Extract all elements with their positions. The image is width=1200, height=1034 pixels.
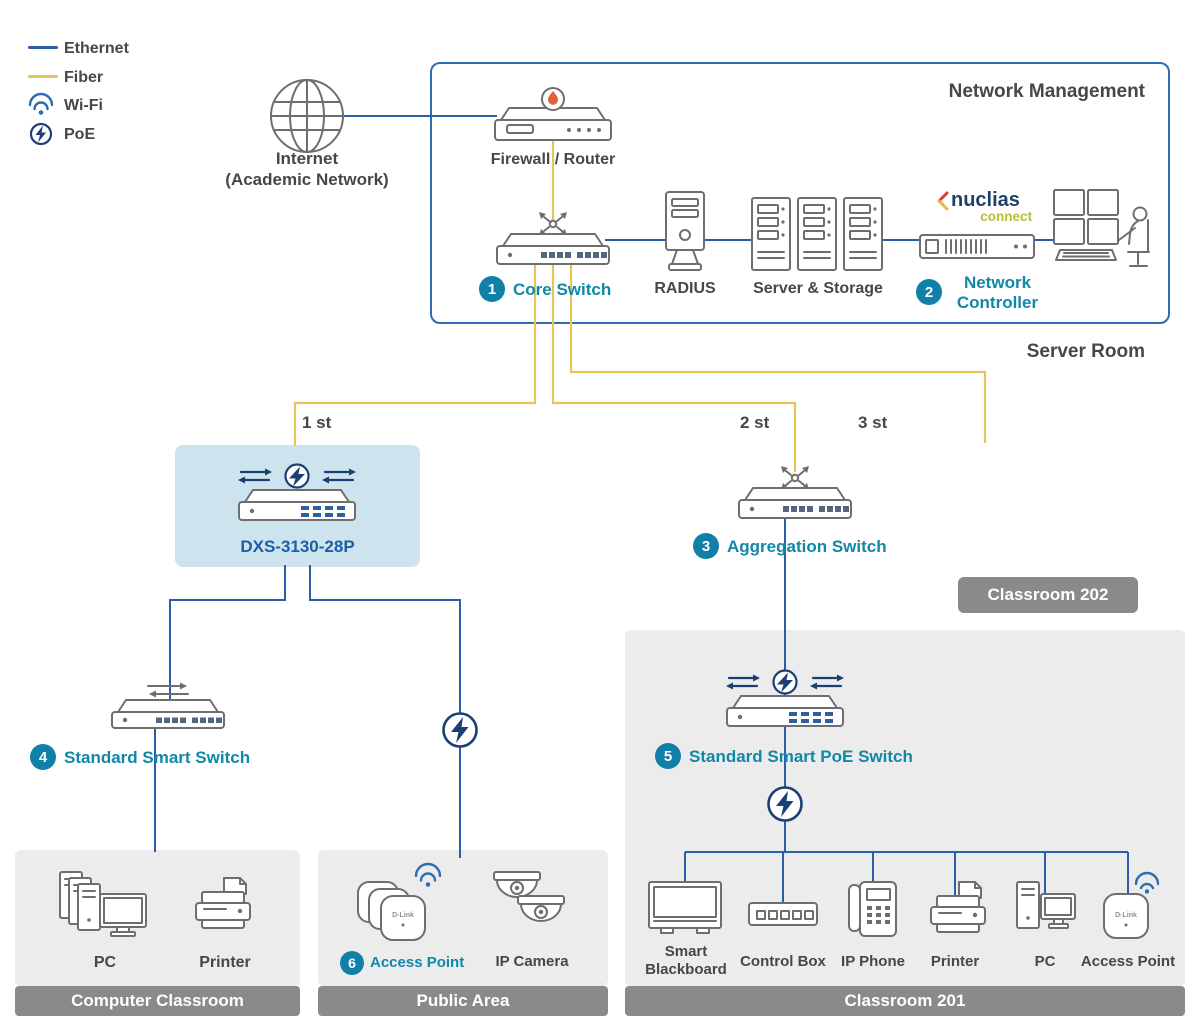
standard-smart-switch-icon <box>111 682 225 729</box>
printer-label: Printer <box>930 953 980 970</box>
network-controller-label: Network Controller <box>956 273 1039 313</box>
standard-smart-poe-switch-icon <box>726 669 844 727</box>
classroom-201-bar: Classroom 201 <box>625 986 1185 1016</box>
core-switch-label: Core Switch <box>513 280 612 299</box>
control-box-icon <box>748 902 818 926</box>
ethernet-line-icon <box>28 46 58 49</box>
access-point-stack-icon: D-Link <box>357 862 442 941</box>
server-room-label: Server Room <box>1026 341 1145 362</box>
core-switch-icon <box>496 212 610 265</box>
floor-3-label: 3 st <box>858 413 888 432</box>
access-point-label: Access Point <box>370 954 465 971</box>
ip-camera-label: IP Camera <box>495 953 569 970</box>
server-storage-label: Server & Storage <box>753 280 883 297</box>
floor-2-label: 2 st <box>740 413 770 432</box>
printer-icon <box>195 877 251 929</box>
access-point-icon: D-Link <box>1103 871 1160 939</box>
legend-ethernet-label: Ethernet <box>64 40 129 57</box>
computer-classroom-bar: Computer Classroom <box>15 986 300 1016</box>
nuclias-logo: nuclias connect <box>936 189 1036 224</box>
poe-switch-label: Standard Smart PoE Switch <box>689 747 913 766</box>
dlink-logo: D-Link <box>392 912 414 919</box>
aggregation-number-badge: 3 <box>693 533 719 559</box>
ip-phone-icon <box>848 881 897 937</box>
operator-workstation-icon <box>1053 189 1150 267</box>
public-area-bar: Public Area <box>318 986 608 1016</box>
ip-phone-label: IP Phone <box>841 953 905 970</box>
wifi-icon <box>414 862 442 882</box>
aggregation-label: Aggregation Switch <box>727 537 887 556</box>
dxs-label: DXS-3130-28P <box>240 537 355 556</box>
legend-poe-label: PoE <box>64 126 96 143</box>
aggregation-switch-icon <box>738 466 852 519</box>
floor-1-label: 1 st <box>302 413 332 432</box>
legend-fiber-label: Fiber <box>64 69 104 86</box>
pc-icon <box>1016 881 1076 929</box>
poe-icon <box>29 122 53 146</box>
access-point-number-badge: 6 <box>340 951 364 975</box>
network-management-box <box>430 62 1170 324</box>
fiber-line-icon <box>28 75 58 78</box>
nuclias-sub: connect <box>980 209 1032 224</box>
smart-blackboard-label: Smart Blackboard <box>645 943 727 978</box>
smart-switch-label: Standard Smart Switch <box>64 748 251 767</box>
internet-label: Internet (Academic Network) <box>225 149 389 190</box>
printer-icon <box>930 881 986 933</box>
network-controller-number-badge: 2 <box>916 279 942 305</box>
legend-wifi-label: Wi-Fi <box>64 97 103 114</box>
classroom-202-badge: Classroom 202 <box>958 577 1138 613</box>
nuclias-brand: nuclias <box>951 189 1020 211</box>
fiber-wires <box>293 140 987 472</box>
printer-label: Printer <box>199 954 251 971</box>
core-switch-number-badge: 1 <box>479 276 505 302</box>
ip-camera-icon <box>493 871 565 922</box>
control-box-label: Control Box <box>740 953 826 970</box>
pc-group-icon <box>59 871 147 937</box>
firewall-label: Firewall / Router <box>490 151 616 168</box>
flame-icon <box>548 91 558 105</box>
network-management-title: Network Management <box>948 81 1145 102</box>
smart-blackboard-icon <box>648 881 722 934</box>
network-controller-icon <box>919 234 1035 259</box>
internet-globe-icon <box>270 79 344 153</box>
dlink-logo: D-Link <box>1115 912 1137 919</box>
radius-server-icon <box>665 191 705 271</box>
firewall-router-icon <box>494 87 612 141</box>
poe-icon <box>442 712 478 748</box>
poe-icon <box>767 786 803 822</box>
smart-switch-number-badge: 4 <box>30 744 56 770</box>
access-point-label: Access Point <box>1080 953 1176 970</box>
server-storage-icon <box>751 197 883 271</box>
radius-label: RADIUS <box>654 280 716 297</box>
pc-label: PC <box>93 954 117 971</box>
dxs-3130-28p-switch-icon <box>238 463 356 521</box>
nuclias-chevron-icon <box>937 191 949 210</box>
wifi-icon <box>28 92 54 115</box>
poe-switch-number-badge: 5 <box>655 743 681 769</box>
wifi-icon <box>1134 871 1160 890</box>
pc-label: PC <box>1034 953 1056 970</box>
